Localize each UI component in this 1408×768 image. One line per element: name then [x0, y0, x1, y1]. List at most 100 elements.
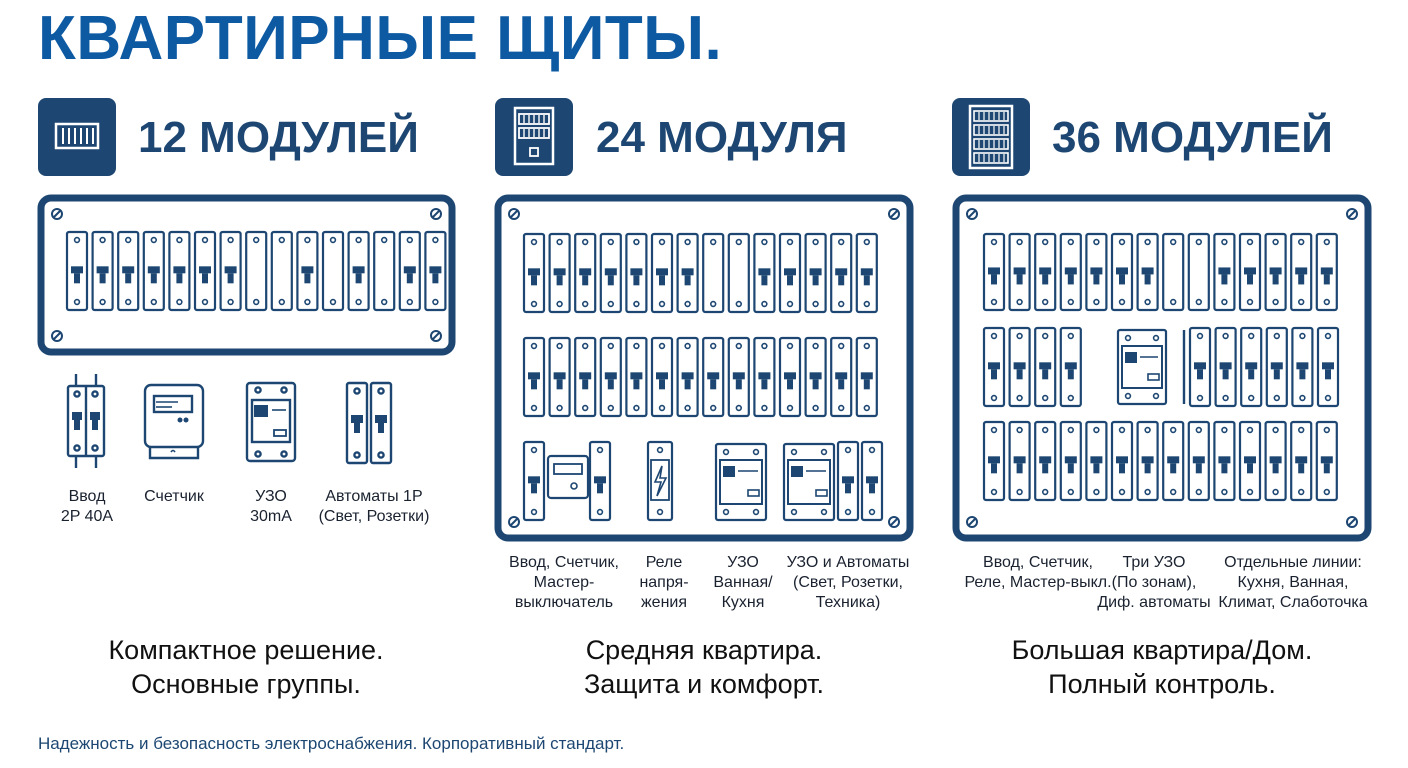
breaker-module	[1059, 232, 1082, 312]
breaker-module	[1008, 420, 1031, 502]
panel-12-icon	[38, 98, 116, 176]
breaker-module	[1291, 326, 1314, 408]
meter-module	[546, 454, 590, 500]
breaker-module	[219, 230, 242, 312]
caption-36-input: Ввод, Счетчик, Реле, Мастер-выкл.	[964, 554, 1112, 591]
caption-36-lines: Отдельные линии: Кухня, Ванная, Климат, …	[1218, 554, 1368, 611]
breaker-module	[1034, 420, 1057, 502]
blank-module	[1162, 232, 1185, 312]
breaker-module	[804, 232, 827, 314]
breaker-module	[702, 336, 725, 418]
caption-rcd: УЗО 30mA	[250, 488, 292, 525]
breaker-module	[142, 230, 165, 312]
breaker-module	[1162, 420, 1185, 502]
caption-24-input: Ввод, Счетчик, Мастер- выключатель	[509, 554, 619, 611]
breaker-module	[1136, 420, 1159, 502]
breaker-module	[522, 440, 546, 522]
caption-breakers: Автоматы 1P (Свет, Розетки)	[318, 488, 430, 525]
breaker-module	[676, 336, 699, 418]
breaker-module	[1136, 232, 1159, 312]
breaker-module	[1290, 420, 1313, 502]
breaker-module	[860, 440, 884, 522]
breaker-module	[574, 336, 597, 418]
breaker-module	[830, 232, 853, 314]
blank-module	[1187, 232, 1210, 312]
screw-icon	[508, 208, 520, 220]
breaker-module	[830, 336, 853, 418]
breaker-module	[1214, 326, 1237, 408]
summary-12: Компактное решение. Основные группы.	[108, 635, 384, 699]
screw-icon	[1346, 516, 1358, 528]
caption-24-rcd-breakers: УЗО и Автоматы (Свет, Розетки, Техника)	[786, 554, 910, 611]
breaker-module	[548, 232, 571, 314]
blank-module	[702, 232, 725, 314]
breaker-module	[599, 336, 622, 418]
breaker-module	[753, 336, 776, 418]
summary-24: Средняя квартира. Защита и комфорт.	[583, 635, 824, 699]
circuit-breakers-1p-icon	[345, 381, 393, 465]
breaker-module	[1034, 232, 1057, 312]
breaker-module	[424, 230, 447, 312]
panel-36-icon	[952, 98, 1030, 176]
breaker-module	[778, 232, 802, 314]
breaker-module	[1187, 420, 1210, 502]
breaker-module	[753, 232, 776, 314]
heading-12-modules: 12 МОДУЛЕЙ	[138, 113, 419, 162]
breaker-module	[1059, 420, 1082, 502]
breaker-module	[522, 336, 546, 418]
panel-36-diagram	[952, 194, 1372, 542]
breaker-module	[1316, 326, 1340, 408]
breaker-module	[398, 230, 421, 312]
breaker-module	[982, 326, 1006, 408]
breaker-module	[804, 336, 827, 418]
caption-24-rcd: УЗО Ванная/ Кухня	[713, 554, 773, 611]
breaker-module	[1265, 326, 1288, 408]
breaker-module	[1085, 420, 1108, 502]
panel-12-diagram	[37, 194, 456, 356]
summary-36: Большая квартира/Дом. Полный контроль.	[1011, 635, 1313, 699]
screw-icon	[51, 330, 63, 342]
caption-24-relay: Реле напря- жения	[639, 554, 689, 611]
input-breaker-2p-icon	[66, 374, 106, 468]
breaker-module	[347, 230, 370, 312]
breaker-module	[1110, 420, 1134, 502]
breaker-module	[65, 230, 89, 312]
panel-24-diagram	[494, 194, 914, 542]
breaker-module	[778, 336, 802, 418]
screw-icon	[51, 208, 63, 220]
breaker-module	[522, 232, 546, 314]
breaker-module	[168, 230, 191, 312]
breaker-module	[676, 232, 699, 314]
screw-icon	[966, 516, 978, 528]
breaker-module	[1034, 326, 1057, 408]
screw-icon	[966, 208, 978, 220]
breaker-module	[1110, 232, 1134, 312]
blank-module	[270, 230, 293, 312]
breaker-module	[836, 440, 860, 522]
breaker-module	[117, 230, 140, 312]
breaker-module	[727, 336, 750, 418]
screw-icon	[888, 516, 900, 528]
breaker-module	[588, 440, 612, 522]
breaker-module	[1264, 420, 1287, 502]
breaker-module	[1059, 326, 1082, 408]
rcd-module	[714, 442, 768, 522]
breaker-module	[650, 232, 674, 314]
blank-module	[245, 230, 268, 312]
rcd-module	[1116, 328, 1168, 406]
breaker-module	[625, 232, 648, 314]
rcd-module	[782, 442, 836, 522]
breaker-module	[982, 232, 1006, 312]
breaker-module	[1315, 232, 1338, 312]
heading-24-modules: 24 МОДУЛЯ	[596, 113, 848, 162]
screw-icon	[430, 330, 442, 342]
breaker-module	[548, 336, 571, 418]
breaker-module	[599, 232, 622, 314]
footer-text: Надежность и безопасность электроснабжен…	[38, 734, 625, 753]
breaker-module	[1008, 232, 1031, 312]
panel-frame	[37, 194, 456, 356]
breaker-module	[1213, 232, 1236, 312]
panel-frame	[952, 194, 1372, 542]
breaker-module	[1085, 232, 1108, 312]
blank-module	[727, 232, 750, 314]
